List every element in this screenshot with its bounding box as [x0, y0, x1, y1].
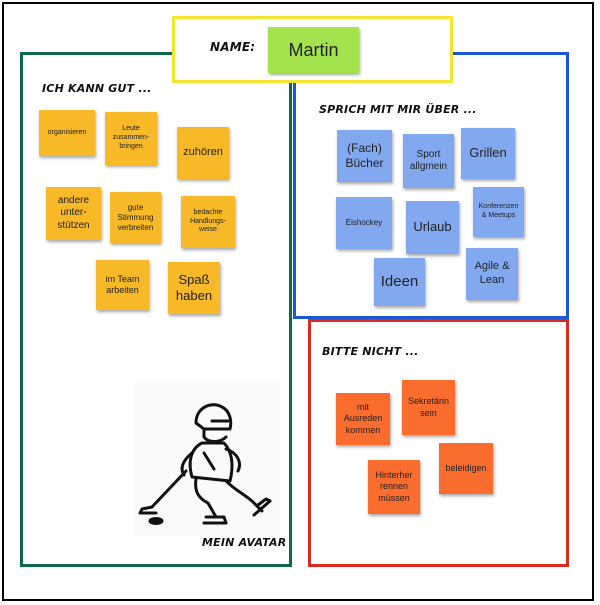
sticky-note[interactable]: andere unter- stützen	[46, 187, 101, 240]
sticky-note[interactable]: Urlaub	[406, 201, 459, 254]
sticky-note[interactable]: bedachte Handlungs- weise	[181, 196, 235, 248]
sprich-heading: Sprich mit mir über ...	[319, 103, 477, 116]
sticky-note[interactable]: Grillen	[461, 128, 515, 179]
name-label: Name:	[210, 40, 256, 54]
sticky-note[interactable]: zuhören	[177, 127, 229, 179]
avatar-caption: Mein Avatar	[202, 536, 287, 549]
bitte-nicht-heading: Bitte nicht ...	[322, 345, 419, 358]
sticky-note[interactable]: im Team arbeiten	[96, 260, 149, 310]
sticky-note[interactable]: Sport allgmein	[403, 134, 454, 188]
sticky-note[interactable]: mit Ausreden kommen	[336, 393, 390, 445]
ich-kann-gut-heading: Ich kann gut ...	[42, 82, 152, 95]
ich-kann-gut-section	[20, 52, 292, 567]
sticky-note[interactable]: Konferenzen & Meetups	[473, 187, 524, 237]
sticky-note[interactable]: Eishockey	[336, 197, 392, 249]
sticky-note[interactable]: beleidigen	[439, 443, 493, 494]
board-frame	[2, 2, 594, 601]
sticky-note[interactable]: Hinterher rennen müssen	[368, 460, 420, 514]
name-value-note[interactable]: Martin	[268, 27, 359, 73]
hockey-player-icon	[138, 403, 272, 525]
avatar-image	[134, 383, 280, 535]
bitte-nicht-section	[308, 319, 569, 567]
sticky-note[interactable]: Leute zusammen- bringen	[105, 112, 157, 165]
sticky-note[interactable]: (Fach) Bücher	[337, 130, 392, 182]
sticky-note[interactable]: organisieren	[39, 110, 95, 156]
sticky-note[interactable]: Ideen	[374, 258, 425, 306]
sticky-note[interactable]: Spaß haben	[168, 262, 220, 314]
sticky-note[interactable]: gute Stimmung verbreiten	[110, 192, 161, 243]
sticky-note[interactable]: Sekretärin sein	[402, 380, 455, 435]
sticky-note[interactable]: Agile & Lean	[466, 248, 518, 300]
